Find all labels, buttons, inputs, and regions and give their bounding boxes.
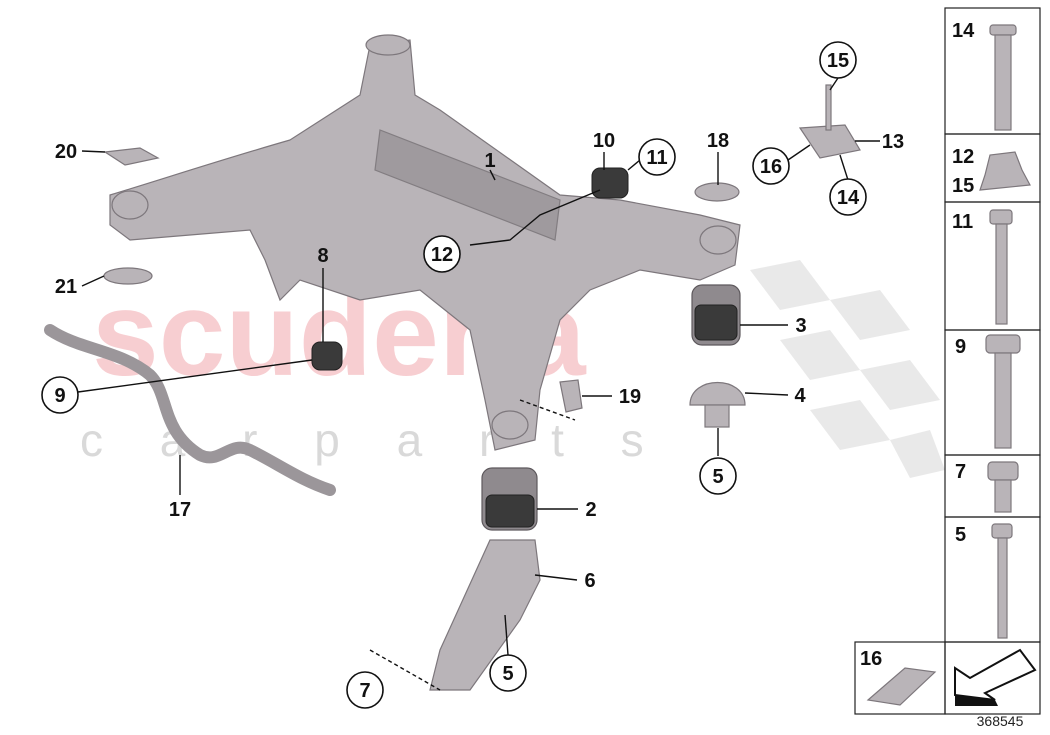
bracket-19 (559, 379, 583, 413)
svg-text:6: 6 (584, 570, 595, 592)
panel-label-11: 11 (952, 211, 973, 233)
callout-20: 20 (55, 141, 77, 163)
svg-text:5: 5 (502, 663, 513, 685)
svg-text:21: 21 (55, 276, 77, 298)
svg-text:11: 11 (646, 147, 667, 169)
svg-text:10: 10 (593, 130, 615, 152)
callout-18: 18 (707, 130, 729, 152)
rear-axle-subframe (109, 34, 741, 451)
bracket-6 (429, 539, 541, 691)
svg-text:5: 5 (712, 466, 723, 488)
washer-21 (103, 267, 153, 285)
bolt-11 (989, 209, 1013, 325)
callout-1: 1 (484, 150, 495, 172)
callout-6: 6 (584, 570, 595, 592)
callout-10: 10 (593, 130, 615, 152)
panel-label-16: 16 (860, 648, 882, 670)
callout-7: 7 (346, 671, 384, 709)
svg-text:8: 8 (317, 245, 328, 267)
diagram-reference-number: 368545 (977, 713, 1024, 729)
callout-11: 11 (638, 138, 676, 176)
bolt-14 (989, 24, 1017, 131)
panel-label-7: 7 (955, 461, 966, 483)
callout-5-lower: 5 (489, 654, 527, 692)
callout-21: 21 (55, 276, 77, 298)
bolt-9 (985, 334, 1021, 449)
callout-12: 12 (423, 235, 461, 273)
svg-text:16: 16 (760, 156, 782, 178)
svg-text:20: 20 (55, 141, 77, 163)
panel-label-15: 15 (952, 175, 974, 197)
svg-text:2: 2 (585, 499, 596, 521)
washer-18 (694, 182, 740, 202)
callout-5-upper: 5 (699, 457, 737, 495)
nut-12-15 (979, 151, 1031, 191)
bolt-7 (987, 461, 1019, 513)
callout-15: 15 (819, 41, 857, 79)
leader-lines (77, 77, 880, 691)
svg-text:17: 17 (169, 499, 191, 521)
svg-text:1: 1 (484, 150, 495, 172)
mount-4 (689, 382, 746, 428)
callout-9: 9 (41, 376, 79, 414)
svg-text:19: 19 (619, 386, 641, 408)
callout-14: 14 (829, 178, 867, 216)
callout-13: 13 (882, 131, 904, 153)
bracket-16 (866, 667, 937, 706)
rubber-mount-8 (311, 341, 343, 371)
stabilizer-bar-17 (44, 324, 336, 496)
callout-3: 3 (795, 315, 806, 337)
svg-text:3: 3 (795, 315, 806, 337)
rubber-mount-2 (481, 467, 538, 531)
svg-text:15: 15 (827, 50, 849, 72)
callout-19: 19 (619, 386, 641, 408)
svg-text:12: 12 (431, 244, 453, 266)
svg-text:4: 4 (794, 385, 806, 407)
washer-20 (103, 147, 160, 166)
callouts: 1 10 11 18 15 13 16 14 20 21 12 8 9 3 4 … (41, 41, 904, 709)
svg-text:7: 7 (359, 680, 370, 702)
direction-arrow-icon (954, 648, 1037, 706)
fastener-panels: 14 12 15 11 9 7 5 16 (854, 7, 1041, 715)
callout-8: 8 (317, 245, 328, 267)
svg-text:18: 18 (707, 130, 729, 152)
panel-label-9: 9 (955, 336, 966, 358)
rubber-mount-3 (691, 284, 741, 346)
callout-17: 17 (169, 499, 191, 521)
bracket-13 (798, 84, 861, 159)
svg-text:13: 13 (882, 131, 904, 153)
callout-4: 4 (794, 385, 806, 407)
bolt-5 (991, 523, 1013, 639)
callout-2: 2 (585, 499, 596, 521)
rubber-mount-10 (591, 167, 629, 199)
svg-text:14: 14 (837, 187, 860, 209)
checker-pattern (750, 260, 945, 478)
svg-text:9: 9 (54, 385, 65, 407)
panel-label-5: 5 (955, 524, 966, 546)
callout-16: 16 (752, 147, 790, 185)
panel-label-12: 12 (952, 146, 974, 168)
panel-label-14: 14 (952, 20, 975, 42)
